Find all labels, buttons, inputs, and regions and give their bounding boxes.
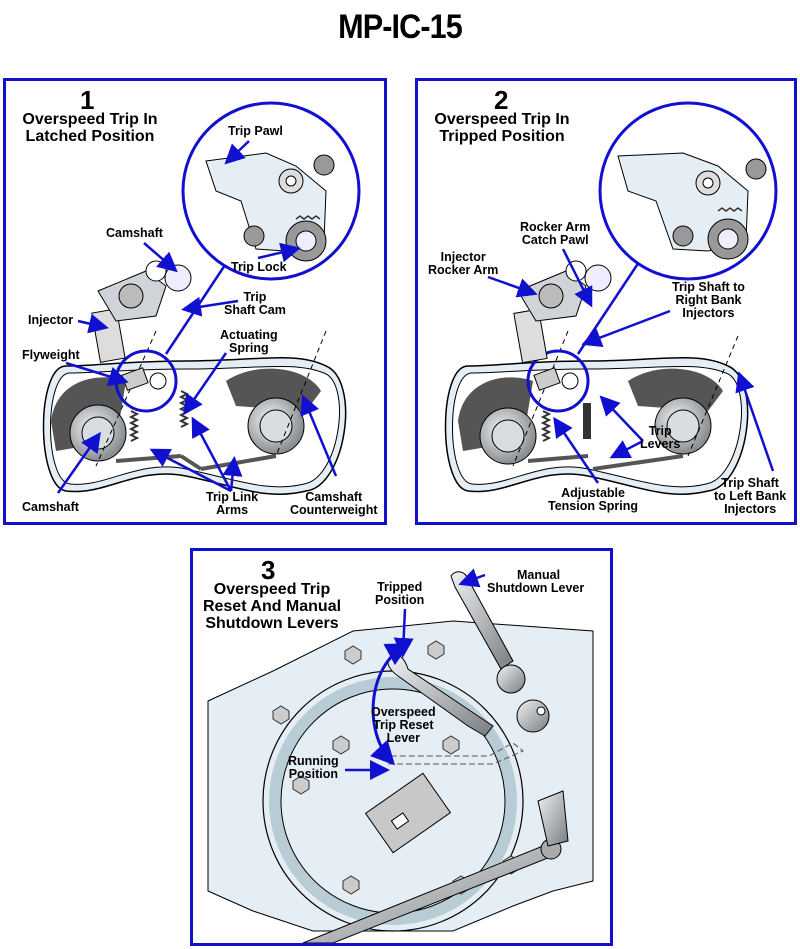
label-line: Spring (229, 341, 269, 355)
panel-title-line: Reset And Manual (202, 598, 342, 615)
label-camshaft-counterweight: Camshaft Counterweight (290, 491, 378, 517)
label-line: Levers (640, 437, 681, 451)
label-line: Trip Shaft to (672, 280, 745, 294)
label-rocker-arm-catch-pawl: Rocker Arm Catch Pawl (520, 221, 590, 247)
label-line: Tripped (377, 580, 423, 594)
label-line: Right Bank (675, 293, 742, 307)
panel-title-line: Shutdown Levers (205, 615, 339, 632)
label-line: Catch Pawl (521, 233, 589, 247)
label-tripped-position: Tripped Position (375, 581, 424, 607)
panel-title-line: Latched Position (25, 128, 155, 145)
panel-title-line: Tripped Position (439, 128, 565, 145)
label-line: Camshaft (305, 490, 363, 504)
label-line: Trip Link (206, 490, 259, 504)
label-trip-pawl: Trip Pawl (228, 124, 283, 138)
tripped-mechanism-illustration (444, 101, 778, 496)
label-line: Adjustable (561, 486, 625, 500)
label-trip-link-arms: Trip Link Arms (206, 491, 258, 517)
panel-number: 3 (261, 555, 276, 585)
label-line: Position (375, 593, 425, 607)
label-line: Trip (243, 290, 267, 304)
label-line: Arms (216, 503, 249, 517)
label-line: Shaft Cam (224, 303, 286, 317)
label-line: Injectors (724, 502, 777, 516)
label-actuating-spring: Actuating Spring (220, 329, 278, 355)
label-line: Shutdown Lever (487, 581, 585, 595)
label-camshaft-top: Camshaft (106, 226, 163, 240)
label-line: Overspeed (371, 705, 436, 719)
label-trip-shaft-left-bank: Trip Shaft to Left Bank Injectors (714, 477, 786, 516)
page-title: MP-IC-15 (338, 8, 463, 46)
label-line: Trip Shaft (721, 476, 779, 490)
panel-number: 1 (80, 85, 95, 115)
label-running-position: Running Position (288, 755, 339, 781)
label-line: to Left Bank (714, 489, 787, 503)
label-line: Rocker Arm (428, 263, 499, 277)
label-camshaft-bottom: Camshaft (22, 500, 79, 514)
panel-tripped-position: 2 Overspeed Trip In Tripped Position Roc… (415, 78, 797, 525)
label-line: Manual (517, 568, 561, 582)
latched-mechanism-illustration (42, 101, 361, 496)
panel-title-line: Overspeed Trip In (22, 111, 158, 128)
label-line: Injector (440, 250, 486, 264)
label-adjustable-tension-spring: Adjustable Tension Spring (548, 487, 638, 513)
label-trip-shaft-right-bank: Trip Shaft to Right Bank Injectors (672, 281, 745, 320)
label-trip-shaft-cam: Trip Shaft Cam (224, 291, 286, 317)
label-flyweight: Flyweight (22, 348, 80, 362)
reset-lever-illustration (207, 568, 594, 943)
panel-reset-and-shutdown-levers: 3 Overspeed Trip Reset And Manual Shutdo… (190, 548, 613, 946)
panel-title: Overspeed Trip Reset And Manual Shutdown… (197, 581, 347, 632)
label-manual-shutdown-lever: Manual Shutdown Lever (487, 569, 584, 595)
label-line: Rocker Arm (520, 220, 591, 234)
panel-number: 2 (494, 85, 509, 115)
label-line: Actuating (220, 328, 278, 342)
label-line: Position (288, 767, 338, 781)
label-overspeed-trip-reset-lever: Overspeed Trip Reset Lever (371, 706, 436, 745)
panel-title-line: Overspeed Trip In (434, 111, 570, 128)
panel-title-line: Overspeed Trip (213, 581, 331, 598)
panel-title: Overspeed Trip In Tripped Position (422, 111, 582, 145)
label-line: Tension Spring (548, 499, 639, 513)
label-line: Injectors (682, 306, 735, 320)
label-line: Running (288, 754, 339, 768)
label-trip-lock: Trip Lock (231, 260, 287, 274)
label-line: Trip (648, 424, 672, 438)
panel-latched-position: 1 Overspeed Trip In Latched Position Tri… (3, 78, 387, 525)
label-injector: Injector (28, 313, 74, 327)
label-injector-rocker-arm: Injector Rocker Arm (428, 251, 498, 277)
panel-title: Overspeed Trip In Latched Position (10, 111, 170, 145)
label-trip-levers: Trip Levers (640, 425, 680, 451)
label-line: Lever (386, 731, 420, 745)
label-line: Trip Reset (373, 718, 434, 732)
label-line: Counterweight (290, 503, 378, 517)
